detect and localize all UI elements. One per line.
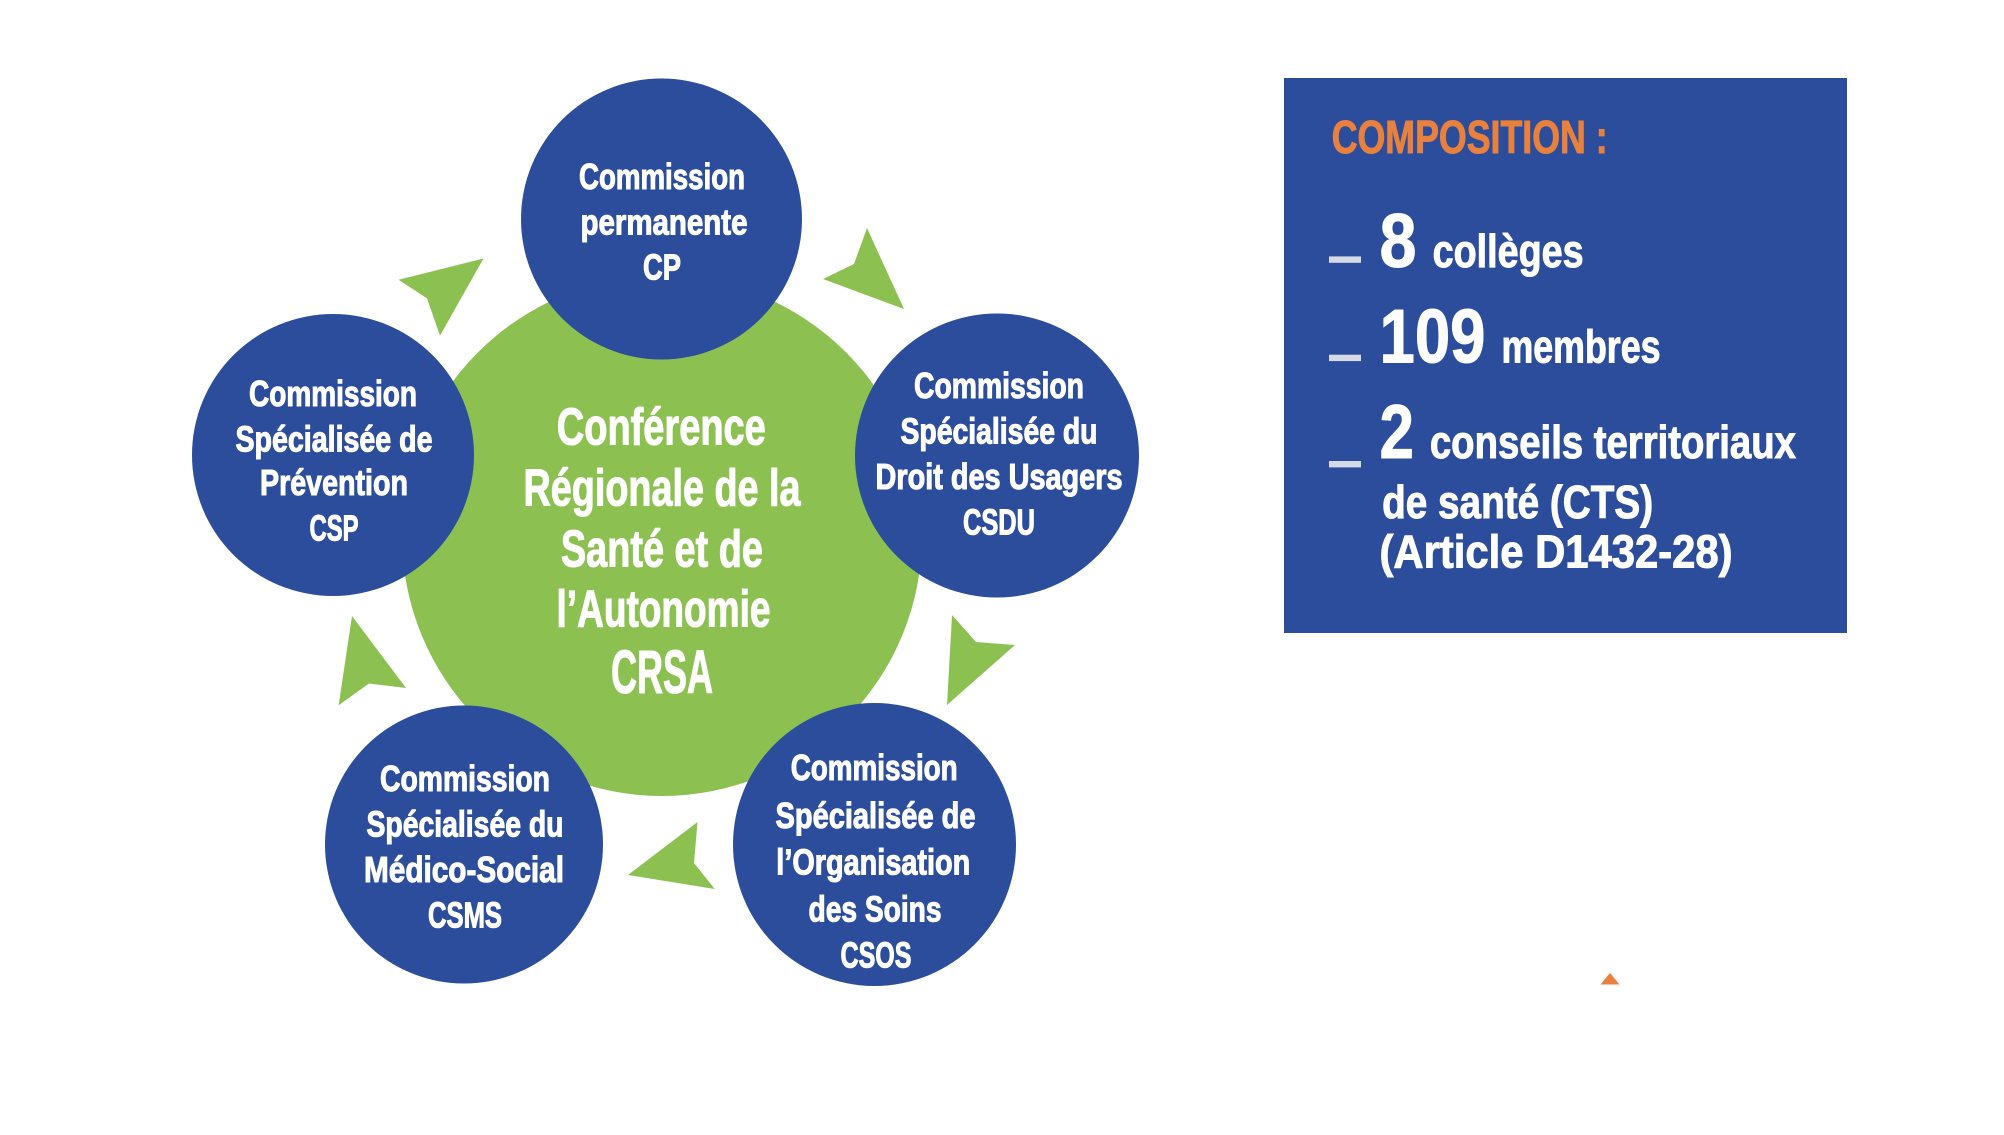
svg-text:Spécialisée de: Spécialisée de xyxy=(776,795,976,836)
svg-text:109: 109 xyxy=(1380,295,1486,380)
svg-text:CSP: CSP xyxy=(310,508,359,549)
svg-text:Spécialisée du: Spécialisée du xyxy=(367,804,564,845)
svg-text:Spécialisée du: Spécialisée du xyxy=(901,411,1098,452)
svg-text:conseils territoriaux: conseils territoriaux xyxy=(1430,416,1796,468)
svg-text:Commission: Commission xyxy=(380,758,550,799)
svg-text:CSDU: CSDU xyxy=(963,502,1035,543)
svg-text:permanente: permanente xyxy=(581,202,748,243)
svg-text:8: 8 xyxy=(1380,199,1417,284)
svg-text:Médico-Social: Médico-Social xyxy=(364,849,564,890)
svg-text:COMPOSITION :: COMPOSITION : xyxy=(1332,111,1608,163)
svg-text:Droit des Usagers: Droit des Usagers xyxy=(876,456,1123,497)
svg-text:CSOS: CSOS xyxy=(841,935,912,976)
svg-text:Spécialisée de: Spécialisée de xyxy=(236,419,433,460)
svg-text:CRSA: CRSA xyxy=(611,638,713,706)
svg-text:collèges: collèges xyxy=(1433,225,1584,277)
svg-text:Commission: Commission xyxy=(579,156,745,197)
svg-text:l’Organisation: l’Organisation xyxy=(776,842,970,883)
svg-text:Commission: Commission xyxy=(249,373,417,414)
svg-text:Commission: Commission xyxy=(791,747,958,788)
svg-text:(Article D1432-28): (Article D1432-28) xyxy=(1380,526,1733,578)
svg-text:CSMS: CSMS xyxy=(428,895,502,936)
svg-text:Commission: Commission xyxy=(914,365,1084,406)
svg-text:des Soins: des Soins xyxy=(809,889,942,930)
svg-text:2: 2 xyxy=(1380,390,1415,475)
svg-text:Prévention: Prévention xyxy=(260,462,408,503)
svg-text:CP: CP xyxy=(643,247,681,288)
svg-text:membres: membres xyxy=(1502,321,1661,373)
svg-text:Régionale de la: Régionale de la xyxy=(524,460,802,518)
svg-text:de santé (CTS): de santé (CTS) xyxy=(1382,476,1653,528)
svg-text:l’Autonomie: l’Autonomie xyxy=(557,581,771,639)
svg-text:Conférence: Conférence xyxy=(557,399,766,457)
svg-text:Santé et de: Santé et de xyxy=(561,521,763,579)
